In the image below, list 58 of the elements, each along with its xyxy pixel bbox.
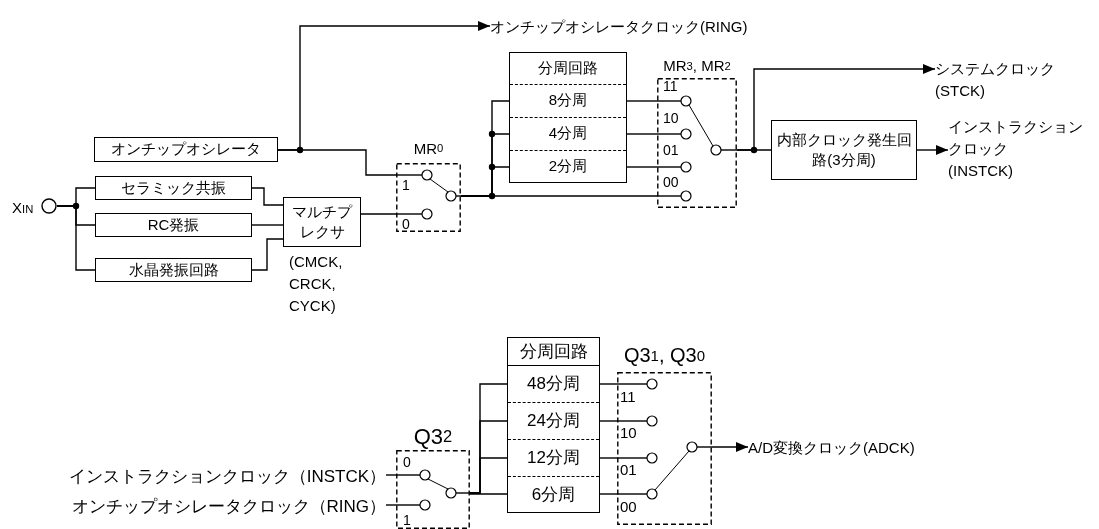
block-box: マルチプレクサ (283, 197, 361, 247)
signal-caption: (CMCK, CRCK, CYCK) (289, 252, 344, 316)
position-label: 00 (620, 499, 637, 514)
block-box: RC発振 (95, 213, 252, 237)
signal-line (360, 213, 397, 215)
signal-line (599, 493, 618, 495)
signal-label: (STCK) (935, 81, 985, 101)
signal-line (626, 166, 658, 168)
signal-label: (INSTCK) (948, 161, 1013, 181)
position-label: 00 (663, 175, 679, 189)
position-label: 11 (620, 389, 636, 404)
position-label: 11 (663, 79, 678, 93)
signal-line (277, 149, 397, 176)
signal-line (251, 224, 284, 226)
block-box: オンチップオシレータ (94, 137, 278, 162)
position-label: 0 (403, 455, 411, 469)
position-label: 1 (402, 178, 410, 192)
block-box: セラミック共振 (95, 176, 252, 200)
position-label: 1 (403, 513, 411, 527)
signal-line (469, 493, 508, 495)
signal-arrow (711, 442, 749, 452)
signal-line (599, 457, 618, 459)
signal-line (599, 420, 618, 422)
divider-row: 2分周 (510, 149, 626, 183)
signal-line (626, 133, 658, 135)
signal-label: オンチップオシレータクロック(RING) (490, 16, 790, 36)
signal-label: インストラクションクロック (948, 117, 1084, 159)
divider-row: 6分周 (508, 475, 599, 513)
divider-row: 4分周 (510, 116, 626, 150)
divider-row: 24分周 (508, 401, 599, 439)
signal-label: インストラクションクロック（INSTCK） (20, 465, 386, 486)
position-label: 10 (620, 425, 637, 440)
divider-row: 8分周 (510, 83, 626, 117)
signal-line (599, 383, 618, 385)
signal-arrow (916, 145, 949, 155)
signal-line (385, 474, 397, 476)
terminal-circle (41, 198, 57, 214)
signal-line (385, 504, 397, 506)
signal-line (736, 149, 772, 151)
block-box: 内部クロック発生回路(3分周) (771, 120, 917, 180)
block-box: 水晶発振回路 (95, 258, 252, 282)
signal-label: システムクロック (935, 59, 1055, 79)
signal-label: オンチップオシレータクロック（RING） (20, 495, 386, 516)
signal-line (460, 195, 658, 197)
divider-row: 48分周 (508, 364, 599, 402)
signal-line (56, 205, 96, 271)
position-label: 01 (663, 143, 679, 157)
box-title: 分周回路 (537, 58, 599, 78)
signal-line (251, 238, 284, 271)
signal-line (626, 100, 658, 102)
position-label: 0 (402, 217, 410, 231)
position-label: 01 (620, 462, 637, 477)
signal-line (251, 187, 284, 206)
divider-row: 12分周 (508, 438, 599, 476)
box-title: 分周回路 (518, 341, 589, 363)
signal-line (469, 457, 508, 494)
position-label: 10 (663, 111, 679, 125)
signal-label: A/D変換クロック(ADCK) (748, 437, 988, 457)
